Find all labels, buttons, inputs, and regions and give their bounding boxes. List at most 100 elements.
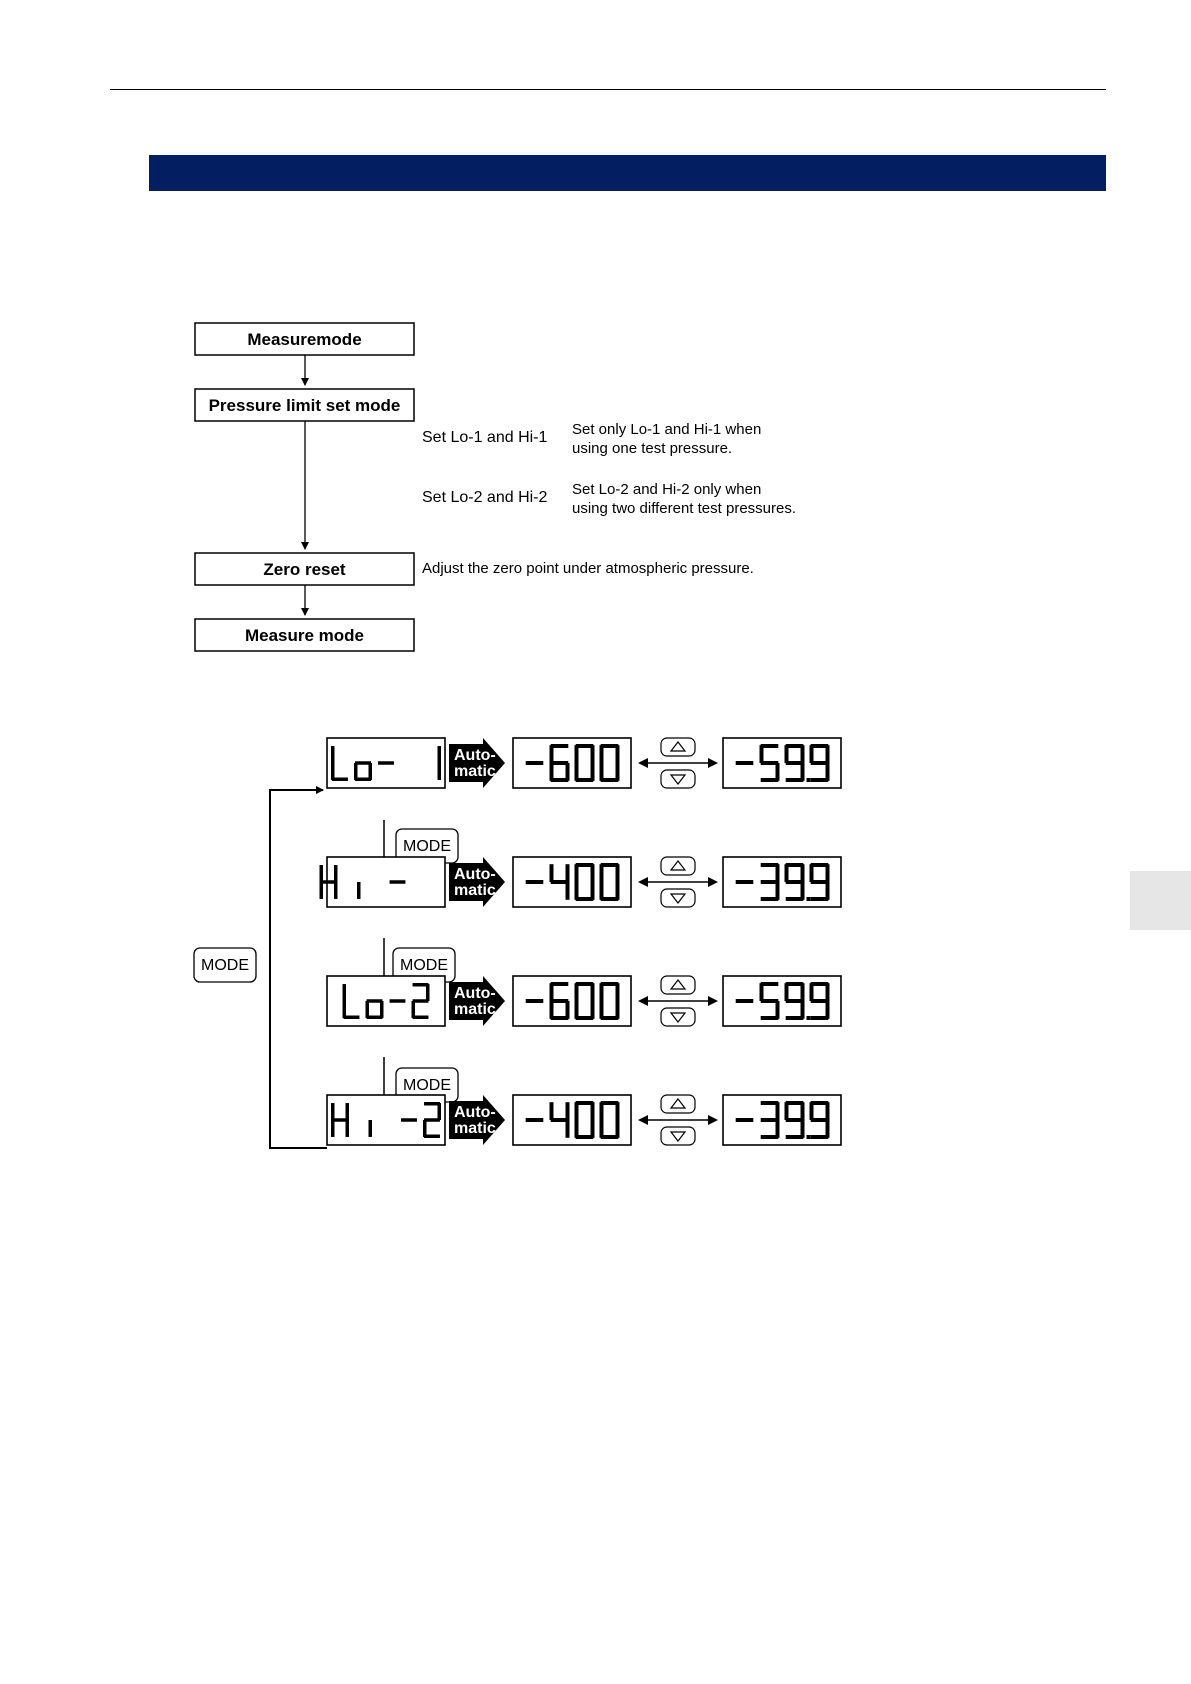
- lcd-segment: [784, 745, 789, 763]
- display-char: [525, 999, 544, 1003]
- lcd-segment: [599, 864, 604, 882]
- lcd-segment: [760, 1101, 779, 1105]
- display-char: [574, 744, 595, 782]
- down-triangle-icon: [660, 769, 696, 789]
- automatic-label: matic: [454, 882, 496, 899]
- flow-note-desc: Set only Lo-1 and Hi-1 when: [572, 421, 761, 438]
- lcd-segment: [800, 1120, 805, 1138]
- flow-note-desc: Set Lo-2 and Hi-2 only when: [572, 481, 761, 498]
- lcd-segment: [784, 983, 789, 1001]
- lcd-segment: [411, 1001, 415, 1018]
- display-char: [368, 1120, 372, 1137]
- lcd-segment: [735, 999, 754, 1003]
- lcd-segment: [760, 897, 779, 901]
- up-triangle-icon: [660, 856, 696, 876]
- display-char: [525, 1118, 544, 1122]
- display-char: [599, 744, 620, 782]
- display-char: [735, 880, 754, 884]
- display-char: [809, 863, 830, 901]
- display-char: [759, 744, 780, 782]
- lcd-segment: [825, 983, 830, 1001]
- arrow-left-icon: [638, 877, 648, 887]
- lcd-segment: [615, 1102, 620, 1120]
- display-char: [809, 982, 830, 1020]
- lcd-segment: [615, 882, 620, 900]
- lcd-segment: [810, 761, 829, 765]
- lcd-segment: [355, 761, 371, 765]
- flow-step-label: Zero reset: [263, 560, 346, 579]
- flow-step-label: Pressure limit set mode: [209, 396, 401, 415]
- lcd-segment: [590, 1102, 595, 1120]
- lcd-segment: [775, 1001, 780, 1019]
- lcd-segment: [600, 744, 619, 748]
- lcd-segment: [354, 763, 358, 780]
- lcd-segment: [785, 778, 804, 782]
- flow-note-desc: using two different test pressures.: [572, 500, 796, 517]
- display-diagram: MODE MODE MODE MODE Auto-maticAuto-matic…: [193, 737, 842, 1149]
- lcd-segment: [319, 882, 323, 899]
- lcd-segment: [615, 1001, 620, 1019]
- up-down-keys: [638, 1094, 718, 1146]
- lcd-segment: [810, 999, 829, 1003]
- automatic-label: Auto-: [454, 866, 496, 883]
- lcd-segment: [760, 880, 779, 884]
- lcd-segment: [550, 880, 569, 884]
- automatic-arrow-shape: [449, 857, 505, 907]
- lcd-segment: [825, 1120, 830, 1138]
- lcd-segment: [810, 863, 829, 867]
- chapter-side-tab: [1130, 871, 1191, 930]
- arrow-right-icon: [708, 996, 718, 1006]
- display-char: [599, 863, 620, 901]
- lcd-segment: [412, 999, 429, 1003]
- lcd-segment: [565, 763, 570, 781]
- automatic-arrow: Auto-matic: [449, 857, 505, 907]
- lcd-segment: [525, 1118, 544, 1122]
- lcd-segment: [735, 761, 754, 765]
- lcd-segment: [600, 982, 619, 986]
- lcd-segment: [760, 863, 779, 867]
- lcd-segment: [775, 1120, 780, 1138]
- display-char: [319, 865, 338, 899]
- flow-step-measure-mode: Measure mode: [194, 618, 415, 652]
- lcd-display: [722, 737, 842, 789]
- display-char: [525, 880, 544, 884]
- lcd-segment: [810, 1135, 829, 1139]
- lcd-segment: [380, 1001, 384, 1018]
- display-char: [574, 863, 595, 901]
- lcd-segment: [810, 744, 829, 748]
- mode-key-label: MODE: [201, 957, 249, 974]
- lcd-segment: [785, 999, 804, 1003]
- lcd-segment: [368, 763, 372, 780]
- display-char: [784, 863, 811, 901]
- display-char: [599, 1101, 620, 1139]
- lcd-segment: [810, 982, 829, 986]
- lcd-segment: [600, 778, 619, 782]
- lcd-segment: [800, 745, 805, 763]
- lcd-segment: [575, 1135, 594, 1139]
- lcd-segment: [575, 1101, 594, 1105]
- lcd-segment: [525, 880, 544, 884]
- display-char: [574, 1101, 595, 1139]
- flow-note-set-2: Set Lo-2 and Hi-2 Set Lo-2 and Hi-2 only…: [422, 481, 796, 517]
- lcd-segment: [810, 880, 829, 884]
- lcd-display: [512, 1094, 632, 1146]
- lcd-segment: [565, 1102, 570, 1120]
- lcd-segment: [437, 763, 441, 780]
- up-down-keys: [638, 737, 718, 789]
- up-triangle-icon: [669, 979, 687, 990]
- lcd-segment: [615, 745, 620, 763]
- up-triangle-icon: [660, 1094, 696, 1114]
- down-triangle-icon: [669, 1012, 687, 1023]
- lcd-segment: [574, 882, 579, 900]
- display-char: [437, 746, 441, 780]
- display-char: [354, 761, 372, 781]
- display-char: [389, 999, 406, 1003]
- display-char: [389, 880, 406, 884]
- flow-step-label: Measuremode: [247, 330, 361, 349]
- lcd-segment: [345, 1120, 349, 1137]
- down-triangle-icon: [660, 888, 696, 908]
- lcd-segment: [331, 746, 335, 763]
- lcd-segment: [550, 744, 569, 748]
- lcd-segment: [800, 983, 805, 1001]
- lcd-segment: [389, 880, 406, 884]
